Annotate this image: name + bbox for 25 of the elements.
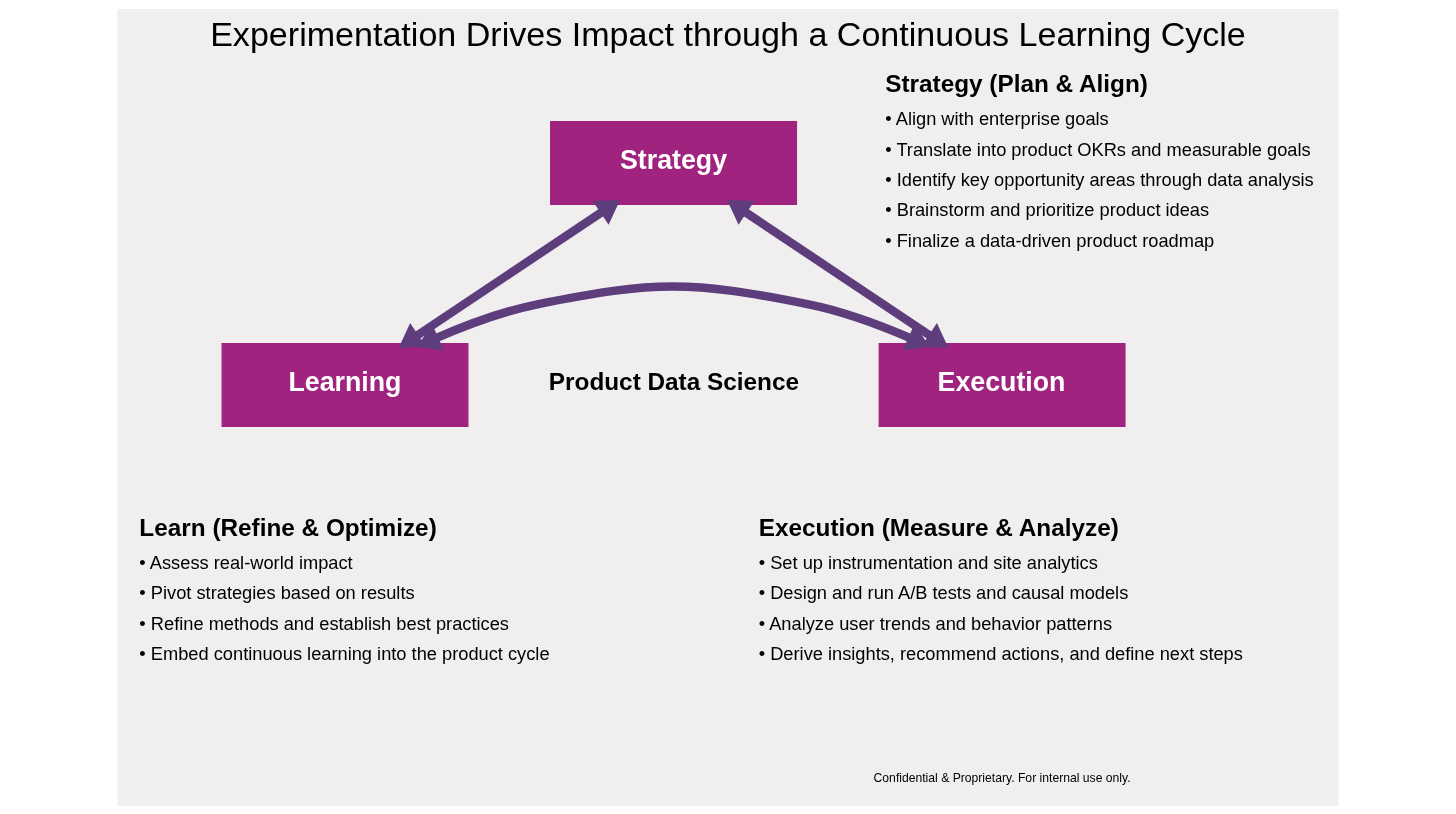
node-label: • Translate into product OKRs and measurable goals [885,138,1311,160]
node-label: • Brainstorm and prioritize product ideas [885,198,1210,220]
node-box: Learning [221,342,469,427]
node-label: • Analyze user trends and behavior patterns [758,612,1113,634]
label: Product Data Science [548,367,799,395]
node-label: • Assess real-world impact [139,551,353,573]
node-label: Strategy (Plan & Align) [885,69,1148,97]
node-label: • Finalize a data-driven product roadmap [885,229,1215,251]
node-label: • Align with enterprise goals [885,107,1109,129]
node-box: Execution [878,342,1126,427]
arrow [727,199,949,348]
node-label: • Pivot strategies based on results [139,581,415,603]
node-label: • Derive insights, recommend actions, and define next steps [758,642,1243,664]
node-label: • Embed continuous learning into the product cycle [139,642,550,664]
node-box: Strategy [550,120,798,205]
node-label: Execution (Measure & Analyze) [758,513,1119,541]
node-label: • Design and run A/B tests and causal models [758,581,1129,603]
node-label: Learn (Refine & Optimize) [139,513,437,541]
arrow [398,199,621,348]
diagram-title: Experimentation Drives Impact through a Continuous Learning Cycle [210,14,1246,53]
label: Confidential & Proprietary. For internal use only. [873,770,1131,785]
node-label: • Identify key opportunity areas through data analysis [885,168,1314,190]
node-label: • Set up instrumentation and site analytics [758,551,1098,573]
node-label: • Refine methods and establish best practices [139,612,509,634]
arrow [416,281,930,350]
